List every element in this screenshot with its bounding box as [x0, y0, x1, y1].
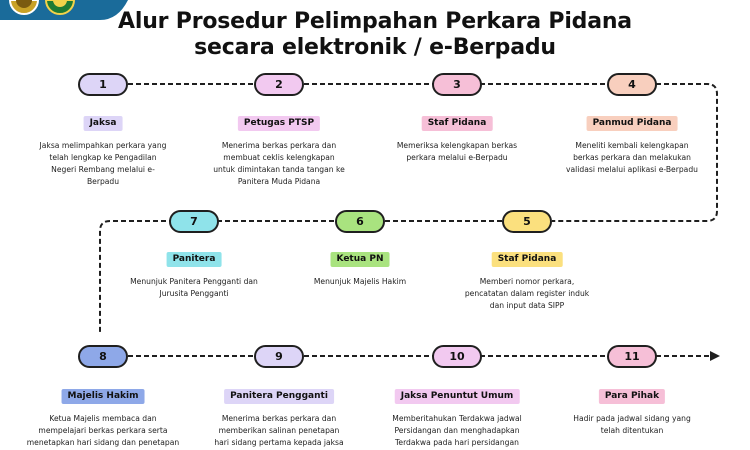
step-3-description: Memeriksa kelengkapan berkas perkara mel…: [396, 141, 518, 162]
step-4-actor: Panmud Pidana: [586, 116, 678, 131]
logo-banner: [0, 0, 128, 20]
step-5-badge: 5: [502, 209, 552, 233]
step-9-badge: 9: [254, 344, 304, 368]
step-7-description: Menunjuk Panitera Pengganti dan Jurusita…: [130, 277, 258, 298]
green-seal-icon: [44, 0, 76, 15]
step-3-badge: 3: [432, 72, 482, 96]
step-11-actor: Para Pihak: [598, 389, 666, 404]
step-3-actor: Staf Pidana: [421, 116, 493, 131]
step-2-actor: Petugas PTSP: [237, 116, 321, 131]
connector-row-1: [128, 83, 718, 222]
step-8-badge: 8: [78, 344, 128, 368]
connector-row-2: [99, 220, 502, 333]
page-title-line-2: secara elektronik / e-Berpadu: [194, 35, 556, 60]
court-emblem-icon: [8, 0, 40, 15]
page-title-line-1: Alur Prosedur Pelimpahan Perkara Pidana: [118, 9, 632, 34]
step-4-badge: 4: [607, 72, 657, 96]
step-8-description: Ketua Majelis membaca dan mempelajari be…: [26, 414, 180, 447]
step-10-description: Memberitahukan Terdakwa jadwal Persidang…: [392, 414, 522, 447]
step-1-actor: Jaksa: [83, 116, 123, 131]
step-1-badge: 1: [78, 72, 128, 96]
step-5-actor: Staf Pidana: [491, 252, 563, 267]
step-1-description: Jaksa melimpahkan perkara yang telah len…: [39, 141, 167, 186]
step-4-description: Meneliti kembali kelengkapan berkas perk…: [566, 141, 698, 174]
step-2-description: Menerima berkas perkara dan membuat cekl…: [213, 141, 345, 186]
flow-end-arrow-icon: [710, 351, 720, 361]
step-9-actor: Panitera Pengganti: [224, 389, 334, 404]
step-11-description: Hadir pada jadwal sidang yang telah dite…: [573, 414, 691, 435]
step-9-description: Menerima berkas perkara dan memberikan s…: [214, 414, 344, 447]
step-6-badge: 6: [335, 209, 385, 233]
step-5-description: Memberi nomor perkara, pencatatan dalam …: [464, 277, 590, 310]
step-11-badge: 11: [607, 344, 657, 368]
step-6-actor: Ketua PN: [330, 252, 390, 267]
step-10-actor: Jaksa Penuntut Umum: [394, 389, 520, 404]
step-7-badge: 7: [169, 209, 219, 233]
step-2-badge: 2: [254, 72, 304, 96]
step-8-actor: Majelis Hakim: [61, 389, 145, 404]
step-7-actor: Panitera: [166, 252, 222, 267]
step-6-description: Menunjuk Majelis Hakim: [313, 277, 407, 286]
step-10-badge: 10: [432, 344, 482, 368]
